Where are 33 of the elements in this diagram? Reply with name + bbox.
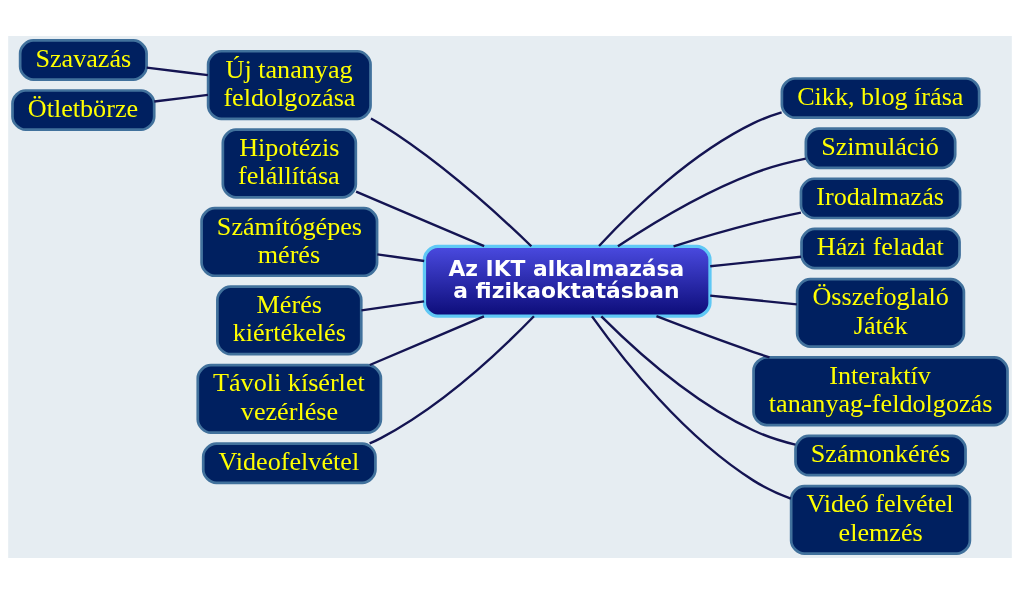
- connector: [600, 314, 796, 446]
- node-box: Számonkérés: [794, 434, 967, 477]
- connector: [710, 255, 802, 267]
- node-box: Videofelvétel: [201, 441, 377, 484]
- connector: [710, 293, 797, 306]
- node-box: Hipotézis felállítása: [221, 127, 358, 199]
- node-box: Interaktív tananyag-feldolgozás: [752, 355, 1009, 426]
- node-box: Irodalmazás: [799, 176, 962, 219]
- connector: [146, 65, 209, 76]
- connector: [617, 157, 806, 247]
- connector: [598, 110, 782, 247]
- node-box: Szimuláció: [804, 126, 957, 169]
- node-box: Az IKT alkalmazása a fizikaoktatásban: [422, 244, 712, 318]
- connector: [154, 93, 209, 103]
- connector: [355, 189, 485, 247]
- connector: [370, 116, 533, 247]
- connector: [361, 299, 425, 311]
- node-box: Videó felvétel elemzés: [789, 484, 972, 555]
- connector: [673, 211, 802, 247]
- node-box: Összefoglaló Játék: [795, 277, 966, 348]
- node-box: Távoli kísérlet vezérlése: [196, 363, 383, 434]
- node-box: Új tananyag feldolgozása: [206, 49, 372, 120]
- node-box: Ötletbörze: [11, 88, 156, 131]
- connector: [656, 314, 770, 359]
- connector: [369, 314, 535, 445]
- connector: [591, 315, 792, 500]
- node-box: Számítógépes mérés: [200, 206, 379, 277]
- connector: [369, 314, 485, 366]
- node-box: Szavazás: [18, 38, 148, 81]
- connector: [377, 252, 425, 262]
- node-box: Házi feladat: [800, 227, 961, 269]
- node-box: Mérés kiértékelés: [216, 284, 363, 356]
- node-box: Cikk, blog írása: [780, 76, 981, 119]
